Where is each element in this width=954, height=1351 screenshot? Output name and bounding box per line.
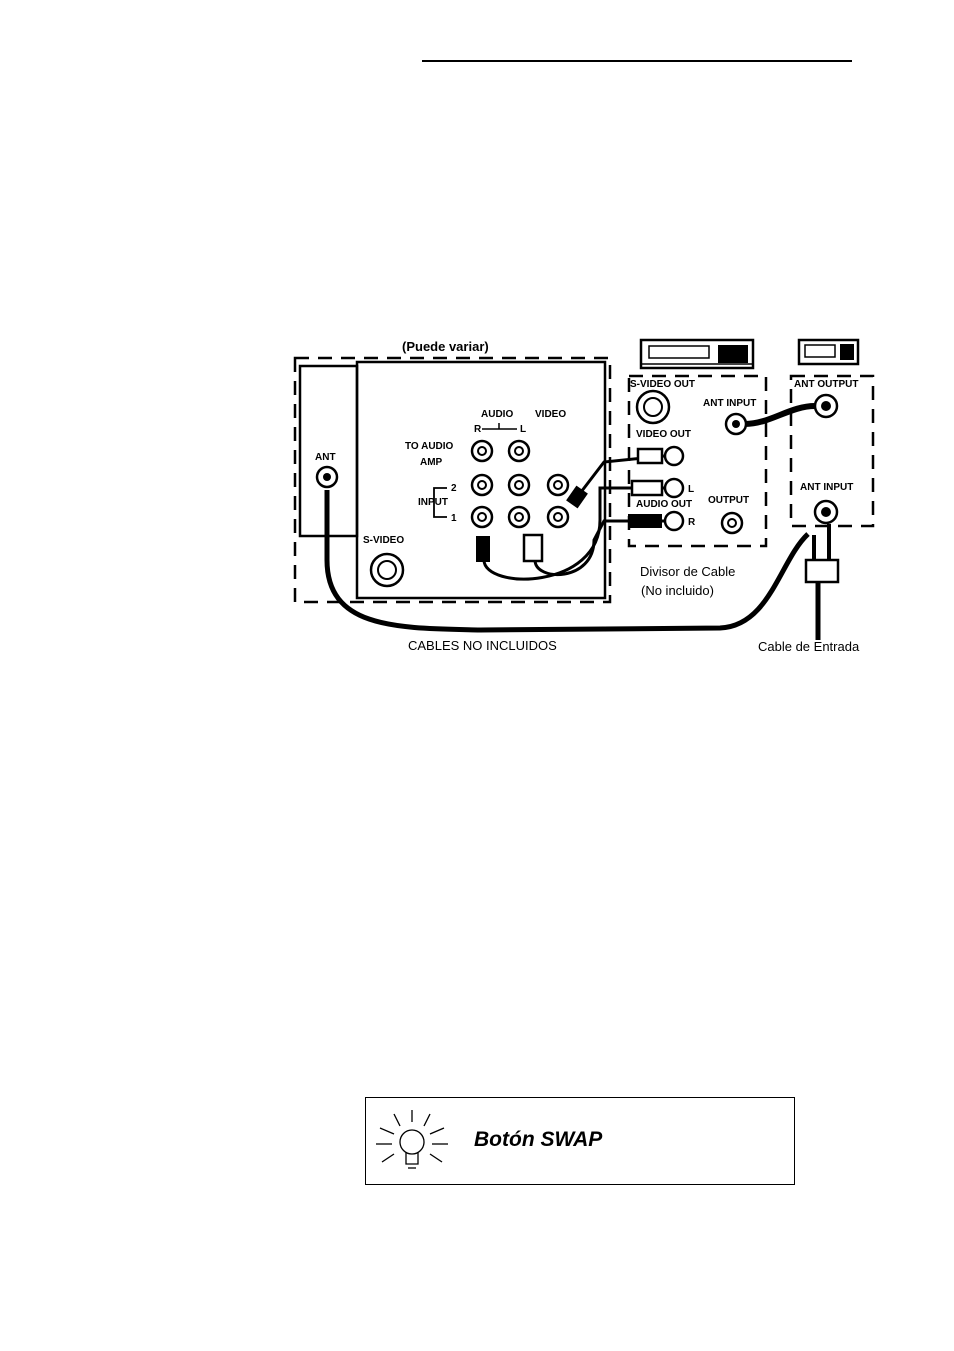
vcr-ant-input-label: ANT INPUT [703,398,756,409]
vcr-output-jack [722,513,742,533]
lightbulb-icon [374,1104,464,1180]
vcr-output-label: OUTPUT [708,495,749,506]
vcr-svideo-out-label: S-VIDEO OUT [630,379,695,390]
cable-in-label: Cable de Entrada [758,639,860,654]
tv-svideo-jack [371,554,403,586]
vcr-audio-r-jack [665,512,683,530]
note-label: (Puede variar) [402,339,489,354]
splitter-icon [806,524,838,640]
input-2-label: 2 [451,483,457,494]
audio-r-label: R [474,424,482,435]
vcr-svideo-jack [637,391,669,423]
vcr-audio-l-plug [632,481,662,495]
vcr-audio-out-label: AUDIO OUT [636,499,692,510]
vcr-ant-input-jack-pin [732,420,740,428]
tv-jack-grid [472,441,568,527]
audio-l-label: L [520,424,526,435]
audio-l-plug [476,536,490,562]
input-1-label: 1 [451,513,457,524]
tip-title: Botón SWAP [474,1128,602,1152]
splitter-label-1: Divisor de Cable [640,564,735,579]
vcr-output-jack-inner [728,519,736,527]
vcr-video-plug [638,449,662,463]
audio-r-plug [524,535,542,561]
tv-ant-label: ANT [315,452,336,463]
vcr-video-out-label: VIDEO OUT [636,429,691,440]
vcr-audio-r-plug [628,514,662,528]
vcr-svideo-jack-inner [644,398,662,416]
cable-ant-output-jack-pin [821,401,831,411]
vcr-l-label: L [688,484,694,495]
video-label: VIDEO [535,409,566,420]
input-label: INPUT [418,497,448,508]
vcr-audio-l-jack [665,479,683,497]
audio-label: AUDIO [481,409,513,420]
tv-outline [295,358,610,602]
tv-ant-jack-pin [323,473,331,481]
cable-ant-input-label: ANT INPUT [800,482,853,493]
tv-svideo-label: S-VIDEO [363,535,404,546]
cable-box-icon [799,340,858,364]
splitter-label-2: (No incluido) [641,583,714,598]
cable-ant-input-jack-pin [821,507,831,517]
connection-diagram: (Puede variar) ANT S-VIDEO AUDIO VIDEO R… [0,0,954,700]
cable-ant-output-label: ANT OUTPUT [794,379,858,390]
cables-note-label: CABLES NO INCLUIDOS [408,638,557,653]
tv-svideo-jack-inner [378,561,396,579]
tip-box: Botón SWAP [365,1097,795,1185]
vcr-r-label: R [688,517,696,528]
to-audio-amp-label-1: TO AUDIO [405,441,454,452]
vcr-video-out-jack [665,447,683,465]
to-audio-amp-label-2: AMP [420,457,443,468]
vcr-icon [641,340,753,368]
